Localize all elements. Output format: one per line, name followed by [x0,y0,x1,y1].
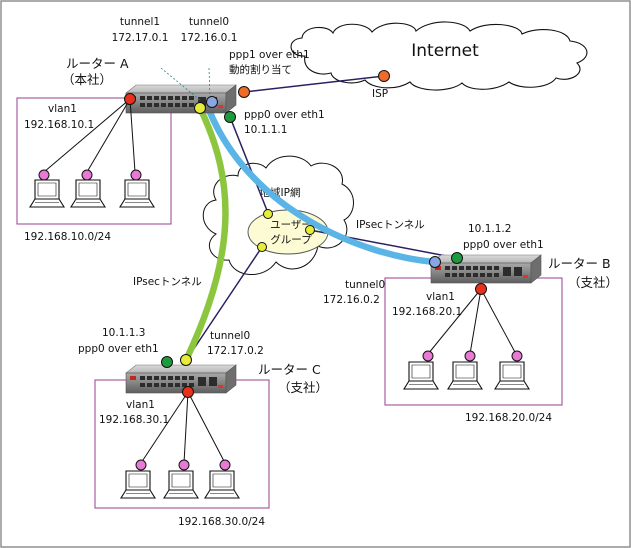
c-vlan1-label: vlan1 [126,399,155,411]
port-c-vlan1 [182,386,194,398]
a-ppp1-note: 動的割り当て [229,63,292,76]
internet-cloud [290,21,588,91]
port-b-vlan1 [475,283,487,295]
port-a-ppp1 [238,86,250,98]
c-subnet: 192.168.30.0/24 [178,516,265,528]
port-c-tunnel0 [180,354,192,366]
line-a-group [229,116,269,214]
port-a-ppp0 [224,111,236,123]
port-a-tunnel1 [194,102,206,114]
a-ppp0-label: ppp0 over eth1 [244,109,325,121]
port-c-ppp0 [161,356,173,368]
ipsec-tunnel-ab [205,106,438,266]
router-a-name: ルーター A [66,56,129,71]
pc-ports [38,169,523,471]
port-b-ppp0 [451,252,463,264]
pc-port-b2 [464,350,476,362]
c-tunnel0-ip: 172.17.0.2 [207,345,264,357]
pc-port-b3 [511,350,523,362]
lan-cables-b [427,288,517,355]
wan-links [184,75,458,363]
a-ppp0-ip: 10.1.1.1 [244,124,287,136]
ipsec-ac-label: IPsecトンネル [133,276,202,288]
a-tunnel0-label: tunnel0 [189,16,229,28]
lan-cables-c [140,391,226,464]
c-vlan1-ip: 192.168.30.1 [99,414,169,426]
user-group-line2: グループ [270,233,312,246]
b-vlan1-label: vlan1 [426,291,455,303]
lan-cables-a [43,98,136,173]
router-a [125,84,237,114]
b-subnet: 192.168.20.0/24 [465,412,552,424]
line-group-c [184,246,263,363]
a-tunnel1-label: tunnel1 [120,16,160,28]
laptop-a2 [70,179,106,208]
pc-port-b1 [422,350,434,362]
router-c-name: ルーター C [258,362,321,377]
router-c [125,364,237,394]
a-tunnel0-ip: 172.16.0.1 [181,32,238,44]
b-ppp0-ip: 10.1.1.2 [468,223,511,235]
ipsec-tunnel-ac [182,104,229,364]
port-a-vlan1 [124,93,136,105]
pc-port-a3 [130,169,142,181]
pc-port-a2 [81,169,93,181]
router-b-name: ルーター B [548,256,611,271]
line-a-isp [243,75,385,93]
router-b [430,254,542,284]
c-tunnel0-label: tunnel0 [210,330,250,342]
a-vlan1-label: vlan1 [48,103,77,115]
internet-label: Internet [411,41,479,61]
router-b-role: （支社） [568,275,618,290]
b-ppp0-label: ppp0 over eth1 [463,239,544,251]
laptop-b3 [494,361,530,390]
port-b-tunnel0 [429,256,441,268]
c-ppp0-label: ppp0 over eth1 [78,343,159,355]
port-isp [378,70,390,82]
ipsec-ab-label: IPsecトンネル [356,219,425,231]
user-group-line1: ユーザー [270,219,312,231]
router-c-role: （支社） [278,380,328,395]
tunnel0-leader [208,67,211,100]
laptop-c3 [204,470,240,499]
tunnel1-leader [160,67,202,102]
port-a-tunnel0 [206,96,218,108]
pc-port-a1 [38,169,50,181]
group-port-b [305,225,315,235]
pc-port-c1 [135,459,147,471]
laptop-b2 [447,361,483,390]
isp-label: ISP [372,88,388,100]
laptop-c1 [120,470,156,499]
laptop-a1 [29,179,65,208]
pc-port-c2 [178,459,190,471]
b-tunnel0-label: tunnel0 [345,279,385,291]
a-ppp1-label: ppp1 over eth1 [229,49,310,61]
a-subnet: 192.168.10.0/24 [24,231,111,243]
c-ppp0-ip: 10.1.1.3 [102,327,145,339]
lan-box-a [16,97,172,225]
b-vlan1-ip: 192.168.20.1 [392,306,462,318]
laptop-c2 [163,470,199,499]
b-tunnel0-ip: 172.16.0.2 [323,294,380,306]
laptop-b1 [403,361,439,390]
a-vlan1-ip: 192.168.10.1 [24,119,94,131]
group-port-c [257,242,267,252]
group-port-a [263,209,273,219]
a-tunnel1-ip: 172.17.0.1 [112,32,169,44]
laptop-a3 [119,179,155,208]
router-a-role: （本社） [62,72,112,87]
pc-port-c3 [219,459,231,471]
